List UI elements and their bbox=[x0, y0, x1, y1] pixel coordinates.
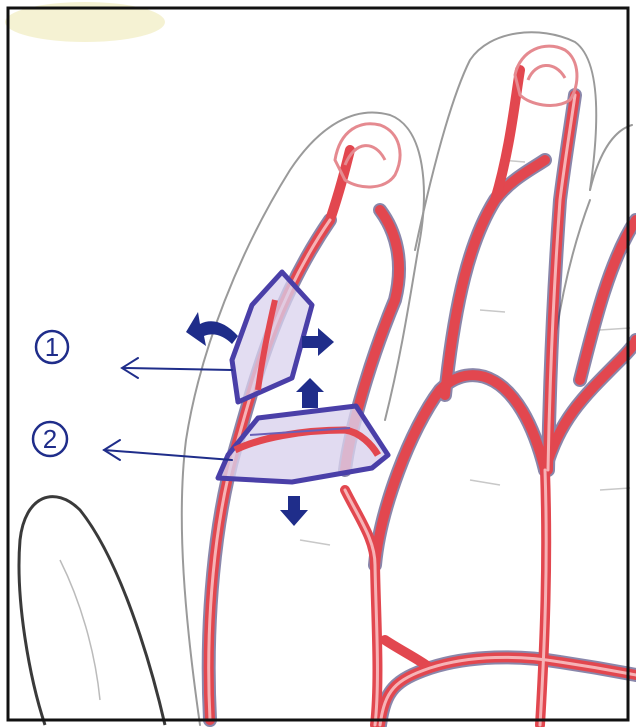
label-1: 1 bbox=[45, 332, 59, 362]
label-2: 2 bbox=[43, 424, 57, 454]
